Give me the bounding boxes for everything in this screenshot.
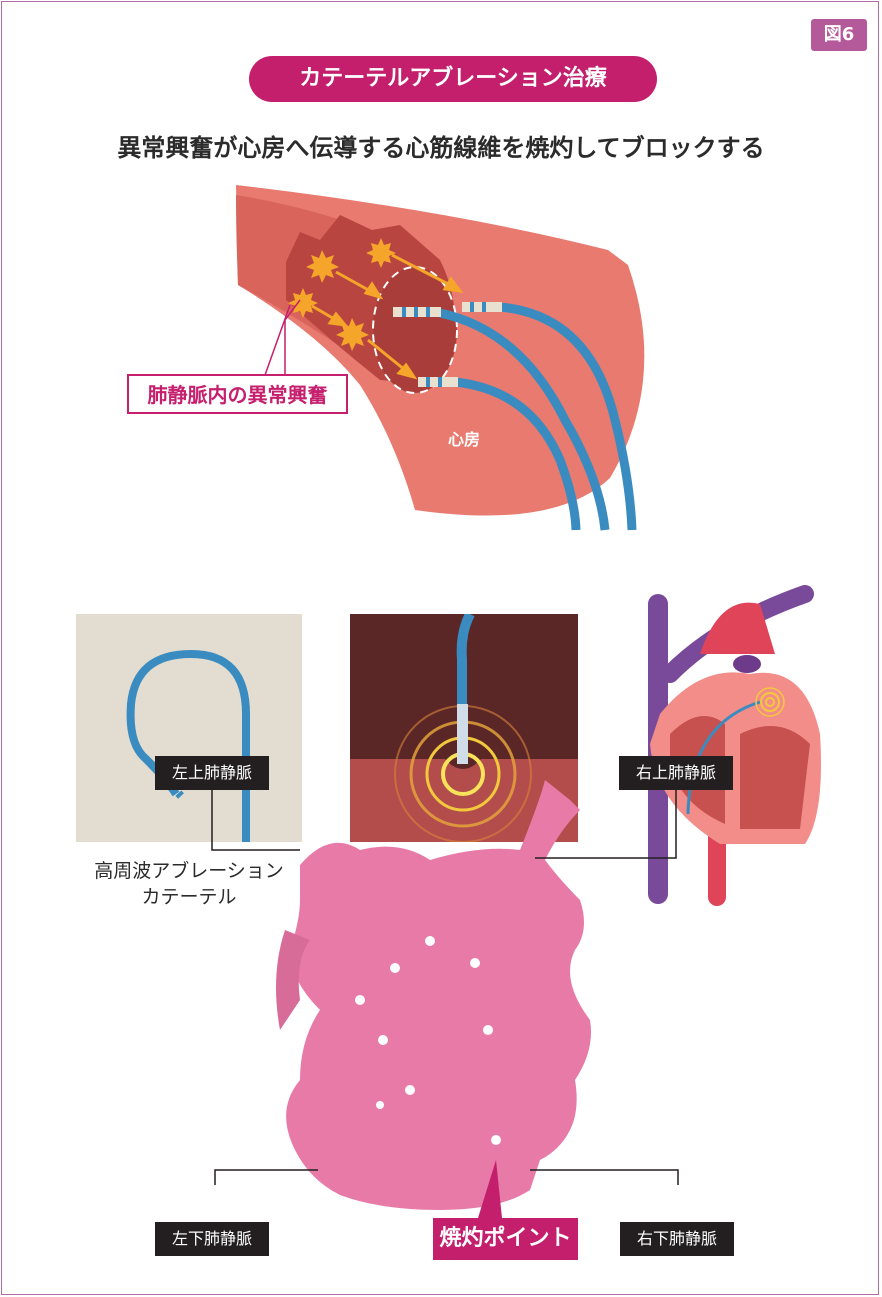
abnormal-excitation-label: 肺静脈内の異常興奮 xyxy=(127,374,348,414)
lower-left-pulmonary-vein-label: 左下肺静脈 xyxy=(155,1222,269,1256)
tissue-caption: 心筋組織 xyxy=(350,858,578,884)
heart-chambers xyxy=(740,726,810,829)
catheter-caption: 高周波アブレーション カテーテル xyxy=(76,858,302,910)
catheter-caption-line1: 高周波アブレーション xyxy=(76,858,302,884)
lower-right-pulmonary-vein-label: 右下肺静脈 xyxy=(620,1222,734,1256)
vein-opening xyxy=(373,267,457,393)
left-atrium-heading: 左心房（後方から） xyxy=(0,932,882,964)
ablation-point-label: 焼灼ポイント xyxy=(433,1218,578,1260)
upper-left-pulmonary-vein-label: 左上肺静脈 xyxy=(155,756,269,790)
heart-valve xyxy=(733,655,761,673)
catheter-caption-line2: カテーテル xyxy=(76,884,302,910)
tissue-surface xyxy=(350,759,578,842)
heart-illustration xyxy=(630,584,830,908)
tissue-panel xyxy=(350,614,578,842)
catheter-panel xyxy=(76,614,302,842)
tissue-catheter-tip xyxy=(457,704,468,764)
atrium-label: 心房 xyxy=(448,426,508,450)
upper-right-pulmonary-vein-label: 右上肺静脈 xyxy=(619,756,733,790)
pulmonary-vein-diagram xyxy=(0,0,882,560)
callout-line xyxy=(265,305,290,375)
